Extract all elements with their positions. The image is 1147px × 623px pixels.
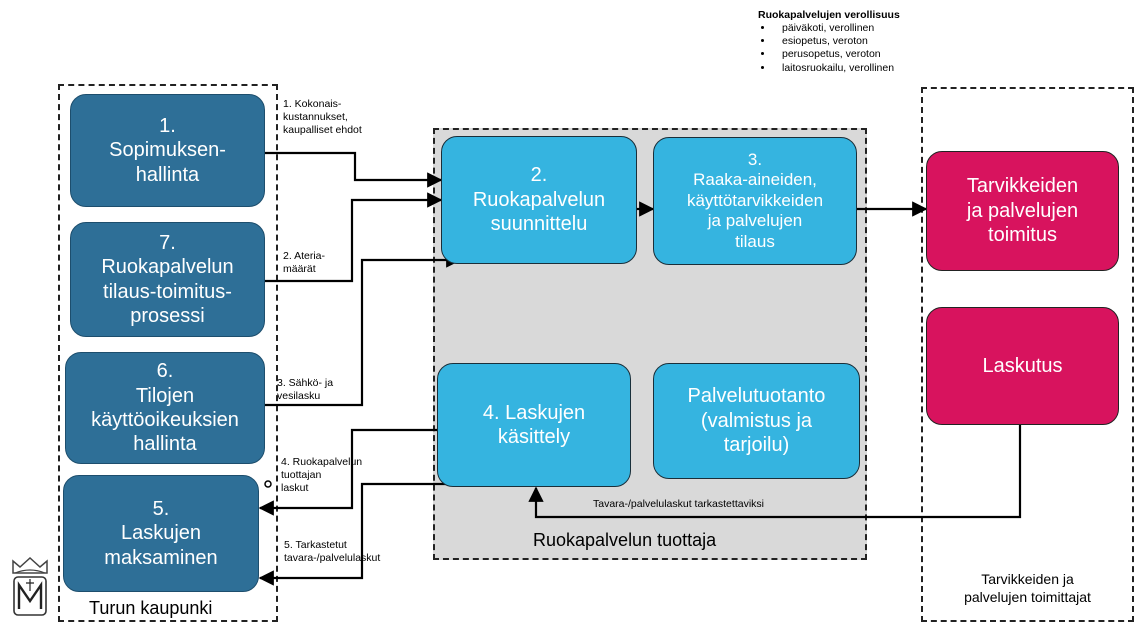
flow-label-line: kustannukset,	[283, 110, 348, 123]
supplier-group	[921, 87, 1134, 622]
box-facility-rights: 6. Tilojen käyttöoikeuksien hallinta	[65, 352, 265, 464]
box-label: ja palvelujen	[707, 211, 803, 231]
flow-2-arrow	[265, 192, 443, 283]
flow-label-line: kaupalliset ehdot	[283, 123, 362, 136]
box-number: 3.	[747, 150, 763, 170]
legend-item: esiopetus, veroton	[774, 35, 900, 48]
bullet-dot	[264, 480, 272, 488]
box-invoice-processing: 4. Laskujen käsittely	[437, 363, 631, 487]
box-food-service-planning: 2. Ruokapalvelun suunnittelu	[441, 136, 637, 264]
box-label: hallinta	[133, 433, 197, 456]
box-label: maksaminen	[104, 546, 218, 569]
box-label: suunnittelu	[490, 213, 588, 236]
box-ordering: 3. Raaka-aineiden, käyttötarvikkeiden ja…	[653, 137, 857, 265]
flow-label-line: 2. Ateria-	[283, 250, 326, 262]
flow-invoice-arrow	[528, 425, 1022, 519]
box-label: Laskutus	[982, 354, 1063, 377]
box-label: Tarvikkeiden	[966, 175, 1079, 198]
producer-caption: Ruokapalvelun tuottaja	[533, 530, 717, 550]
box-number: 2.	[530, 164, 548, 187]
box-label: hallinta	[135, 163, 200, 186]
box-label: tarjoilu)	[723, 434, 790, 457]
caption-line: palvelujen toimittajat	[964, 589, 1091, 606]
box-label: Raaka-aineiden,	[693, 170, 817, 190]
flow-4-arrow	[258, 428, 445, 516]
legend-item: perusopetus, veroton	[774, 48, 900, 61]
flow-1-arrow	[265, 151, 443, 188]
flow-label-line: 3. Sähkö- ja	[277, 377, 334, 389]
box-label: Tilojen	[135, 384, 195, 407]
taxation-legend: Ruokapalvelujen verollisuus päiväkoti, v…	[758, 9, 900, 75]
flow-label-line: tuottajan	[281, 468, 322, 481]
flow-3-arrow	[265, 252, 462, 407]
box-label: Ruokapalvelun	[472, 188, 606, 211]
box-label: tilaus-toimitus-	[103, 280, 232, 303]
box-invoicing: Laskutus	[926, 307, 1119, 425]
box-label: prosessi	[130, 304, 205, 327]
flow-5-label: 5. Tarkastetut tavara-/palvelulaskut	[284, 539, 380, 565]
box-label: Ruokapalvelun	[101, 256, 234, 279]
flow-label-line: vesilasku	[277, 389, 321, 402]
box-label: Laskujen	[120, 522, 202, 545]
caption-line: Tarvikkeiden ja	[981, 571, 1074, 587]
box-order-delivery-process: 7. Ruokapalvelun tilaus-toimitus- proses…	[70, 222, 265, 337]
box-label: tilaus	[735, 231, 775, 251]
box-label: 4. Laskujen	[482, 401, 586, 424]
box-supply-delivery: Tarvikkeiden ja palvelujen toimitus	[926, 151, 1119, 271]
flow-4-label: 4. Ruokapalvelun tuottajan laskut	[281, 456, 362, 494]
flow-label-line: määrät	[283, 262, 316, 275]
city-group	[58, 84, 278, 622]
city-caption: Turun kaupunki	[89, 598, 213, 618]
flow-invoice-label: Tavara-/palvelulaskut tarkastettaviksi	[593, 498, 764, 511]
flow-label-line: laskut	[281, 481, 309, 494]
box-label: ja palvelujen	[966, 199, 1079, 222]
supplier-caption: Tarvikkeiden ja palvelujen toimittajat	[921, 570, 1134, 606]
flow-1-label: 1. Kokonais- kustannukset, kaupalliset e…	[283, 98, 362, 136]
flow-label-line: 4. Ruokapalvelun	[281, 456, 363, 468]
flow-label-line: Tavara-/palvelulaskut tarkastettaviksi	[593, 498, 764, 510]
flow-3-label: 3. Sähkö- ja vesilasku	[277, 377, 333, 403]
flow-label-line: 1. Kokonais-	[283, 98, 342, 110]
box-number: 5.	[152, 497, 170, 520]
turku-coat-of-arms-logo	[12, 556, 48, 616]
flow-label-line: 5. Tarkastetut	[284, 539, 347, 551]
box-label: Palvelutuotanto	[687, 385, 826, 408]
box-service-production: Palvelutuotanto (valmistus ja tarjoilu)	[653, 363, 860, 479]
box-label: käyttötarvikkeiden	[686, 190, 824, 210]
box-number: 6.	[156, 360, 174, 383]
box-label: toimitus	[988, 224, 1057, 247]
flow-2-label: 2. Ateria- määrät	[283, 250, 325, 276]
box-contract-management: 1. Sopimuksen- hallinta	[70, 94, 265, 207]
box-label: käyttöoikeuksien	[91, 409, 239, 431]
box-number: 1.	[159, 114, 176, 137]
legend-list: päiväkoti, verollinen esiopetus, veroton…	[758, 22, 900, 75]
legend-item: laitosruokailu, verollinen	[774, 62, 900, 75]
legend-title: Ruokapalvelujen verollisuus	[758, 9, 900, 21]
box-label: käsittely	[497, 426, 571, 448]
legend-item: päiväkoti, verollinen	[774, 22, 900, 35]
box-label: (valmistus ja	[700, 409, 813, 432]
box-number: 7.	[159, 231, 176, 254]
flow-label-line: tavara-/palvelulaskut	[284, 551, 381, 564]
box-invoice-payment: 5. Laskujen maksaminen	[63, 475, 259, 592]
flow-5-arrow	[258, 482, 462, 586]
box-label: Sopimuksen-	[109, 139, 226, 162]
